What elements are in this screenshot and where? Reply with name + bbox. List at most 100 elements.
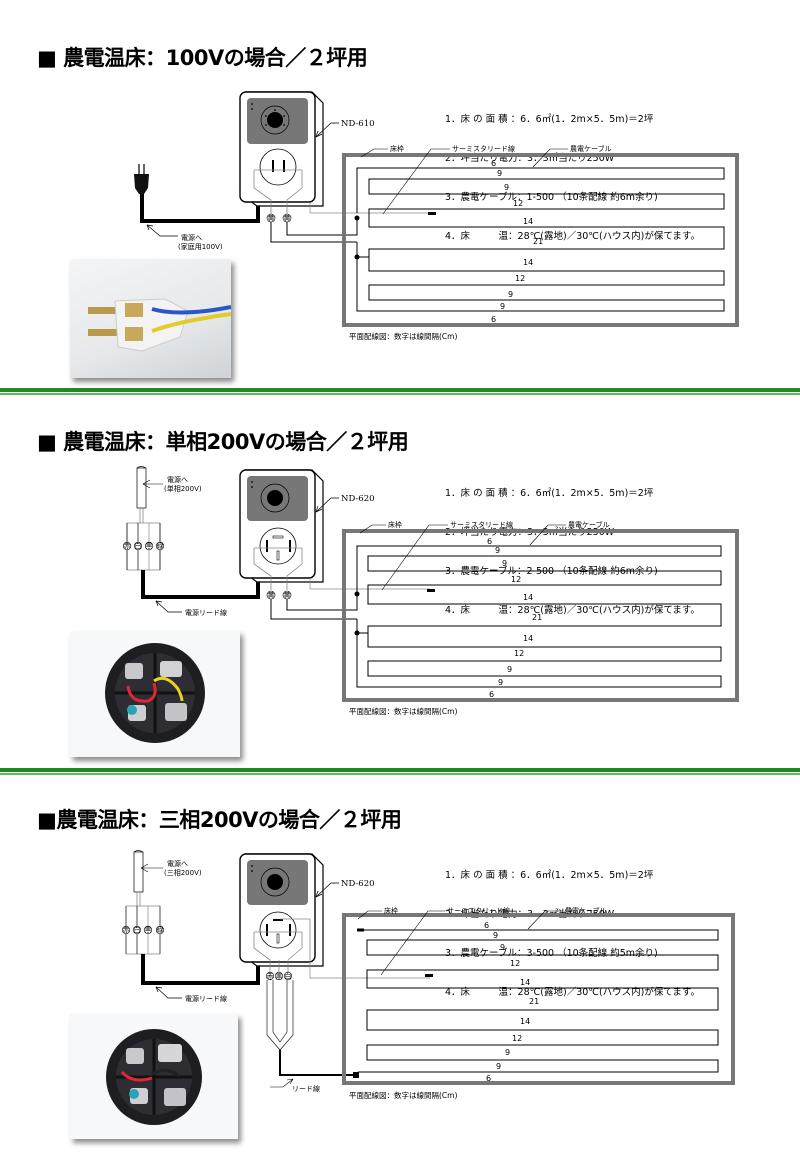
spacing-label: 14	[520, 978, 530, 987]
plug-wiring-photo	[70, 259, 231, 378]
spacing-label: 14	[520, 1017, 530, 1026]
spacing-label: 21	[529, 997, 539, 1006]
spec-item: 4．床 温：28℃(露地)／30℃(ハウス内)が保てます。	[445, 987, 700, 998]
spacing-label: 9	[496, 1062, 501, 1071]
terminal-label: 赤	[123, 926, 130, 934]
spacing-label: 6	[487, 537, 492, 546]
diagram-caption: 平面配線図：数字は線間隔(Cm)	[349, 1090, 457, 1100]
terminal-label: 赤	[124, 542, 131, 550]
spacing-label: 9	[497, 169, 502, 178]
spacing-label: 6	[486, 1074, 491, 1083]
spacing-label: 12	[510, 959, 520, 968]
thermistor-label: サーミスタリード線	[452, 144, 515, 153]
power-label: 電源へ	[167, 859, 188, 868]
spacing-label: 12	[512, 1034, 522, 1043]
power-label: 電源へ	[181, 233, 202, 242]
terminal-label: 黒	[145, 926, 152, 934]
connector-wiring-photo	[70, 1014, 238, 1139]
spacing-label: 21	[532, 613, 542, 622]
spacing-label: 9	[493, 931, 498, 940]
connector-wiring-photo	[70, 631, 240, 757]
spacing-label: 14	[523, 217, 533, 226]
spacing-label: 9	[504, 183, 509, 192]
lead-label: 電源リード線	[185, 608, 227, 617]
controller-model: ND-620	[341, 494, 375, 504]
spacing-label: 14	[523, 634, 533, 643]
spacing-label: 9	[502, 559, 507, 568]
spacing-label: 12	[514, 649, 524, 658]
power-label: 電源へ	[167, 475, 188, 484]
diagram-caption: 平面配線図：数字は線間隔(Cm)	[349, 331, 457, 341]
power-sublabel: (単相200V)	[164, 484, 202, 493]
terminal-label: 黄	[284, 591, 291, 600]
controller-model: ND-610	[341, 119, 375, 129]
section-title: ■農電温床：三相200Vの場合／２坪用	[37, 808, 402, 832]
controller-device	[239, 853, 324, 972]
spacing-label: 9	[507, 665, 512, 674]
section-title: ■ 農電温床：単相200Vの場合／２坪用	[37, 430, 409, 454]
thermistor-label: サーミスタリード線	[447, 906, 510, 915]
terminal-label: 緑	[157, 925, 164, 934]
spec-item: 1．床 の 面 積 ：6．6㎡(1．2m×5．5m)＝2坪	[445, 114, 654, 125]
frame-label: 床枠	[388, 520, 402, 529]
terminal-label: 黄	[268, 591, 275, 600]
wiring-diagram: 電源へ (家庭用100V) ND-610 黄 黄	[134, 91, 739, 341]
spacing-label: 6	[491, 159, 496, 168]
terminal-label: 黄	[284, 214, 291, 223]
lead-label: 電源リード線	[185, 994, 227, 1003]
terminal-label: 黒	[146, 542, 153, 550]
controller-model: ND-620	[341, 879, 375, 889]
source-terminals: 赤 白 黒 緑	[121, 906, 165, 954]
terminal-label: 黒	[276, 973, 283, 981]
spacing-label: 6	[491, 315, 496, 324]
spacing-label: 9	[508, 290, 513, 299]
spacing-label: 14	[523, 258, 533, 267]
spec-item: 4．床 温：28℃(露地)／30℃(ハウス内)が保てます。	[445, 605, 700, 616]
spacing-label: 9	[495, 546, 500, 555]
terminal-label: 黄	[268, 214, 275, 223]
section-100v: ■ 農電温床：100Vの場合／２坪用 1．床 の 面 積 ：6．6㎡(1．2m×…	[0, 0, 800, 395]
section-divider	[0, 768, 800, 776]
plug-icon	[134, 164, 149, 194]
spacing-label: 21	[533, 237, 543, 246]
frame-label: 床枠	[384, 906, 398, 915]
spacing-label: 9	[500, 943, 505, 952]
cable-label: 農電ケーブル	[565, 906, 607, 915]
spacing-label: 6	[484, 921, 489, 930]
spec-item: 1．床 の 面 積 ：6．6㎡(1．2m×5．5m)＝2坪	[445, 488, 654, 499]
cable-lead-label: リード線	[292, 1084, 320, 1093]
section-three-phase-200v: ■農電温床：三相200Vの場合／２坪用 1．床 の 面 積 ：6．6㎡(1．2m…	[0, 780, 800, 1156]
source-terminals: 赤 白 黒 緑	[122, 523, 165, 570]
section-single-phase-200v: ■ 農電温床：単相200Vの場合／２坪用 1．床 の 面 積 ：6．6㎡(1．2…	[0, 400, 800, 770]
thermistor-label: サーミスタリード線	[450, 520, 513, 529]
spacing-label: 9	[500, 302, 505, 311]
terminal-label: 白	[285, 972, 292, 981]
terminal-label: 白	[134, 925, 141, 934]
terminal-label: 赤	[267, 973, 274, 981]
terminal-label: 緑	[157, 541, 164, 550]
controller-device	[239, 91, 324, 214]
spec-item: 3．農電ケーブル：1-500 （10条配線 約6m余り)	[445, 192, 658, 203]
power-sublabel: (家庭用100V)	[178, 242, 223, 251]
spec-list: 1．床 の 面 積 ：6．6㎡(1．2m×5．5m)＝2坪 2．坪当たり電力：3…	[445, 87, 700, 269]
spacing-label: 9	[505, 1048, 510, 1057]
spec-item: 2．坪当たり電力：3．3㎡当たり250W	[445, 153, 615, 164]
spacing-label: 12	[513, 199, 523, 208]
controller-device	[239, 469, 324, 590]
spec-item: 1．床 の 面 積 ：6．6㎡(1．2m×5．5m)＝2坪	[445, 870, 654, 881]
terminal-label: 白	[135, 541, 142, 550]
section-title: ■ 農電温床：100Vの場合／２坪用	[37, 46, 368, 70]
spacing-label: 12	[515, 274, 525, 283]
spacing-label: 14	[523, 593, 533, 602]
spacing-label: 9	[498, 678, 503, 687]
spacing-label: 6	[489, 690, 494, 699]
wiring-diagram: 赤 白 黒 緑 電源へ (三相200V) 電源リード線	[121, 850, 735, 1100]
spacing-labels: 6 9 9 12 14 21 14 12 9 9 6	[487, 537, 542, 699]
section-divider	[0, 388, 800, 396]
cable-label: 農電ケーブル	[568, 520, 610, 529]
spec-item: 3．農電ケーブル：3-500 （10条配線 約5m余り)	[445, 948, 658, 959]
frame-label: 床枠	[390, 144, 404, 153]
spacing-labels: 6 9 9 12 14 21 14 12 9 9 6	[491, 159, 543, 324]
spacing-labels: 6 9 9 12 14 21 14 12 9 9 6	[484, 921, 539, 1083]
power-sublabel: (三相200V)	[164, 868, 202, 877]
